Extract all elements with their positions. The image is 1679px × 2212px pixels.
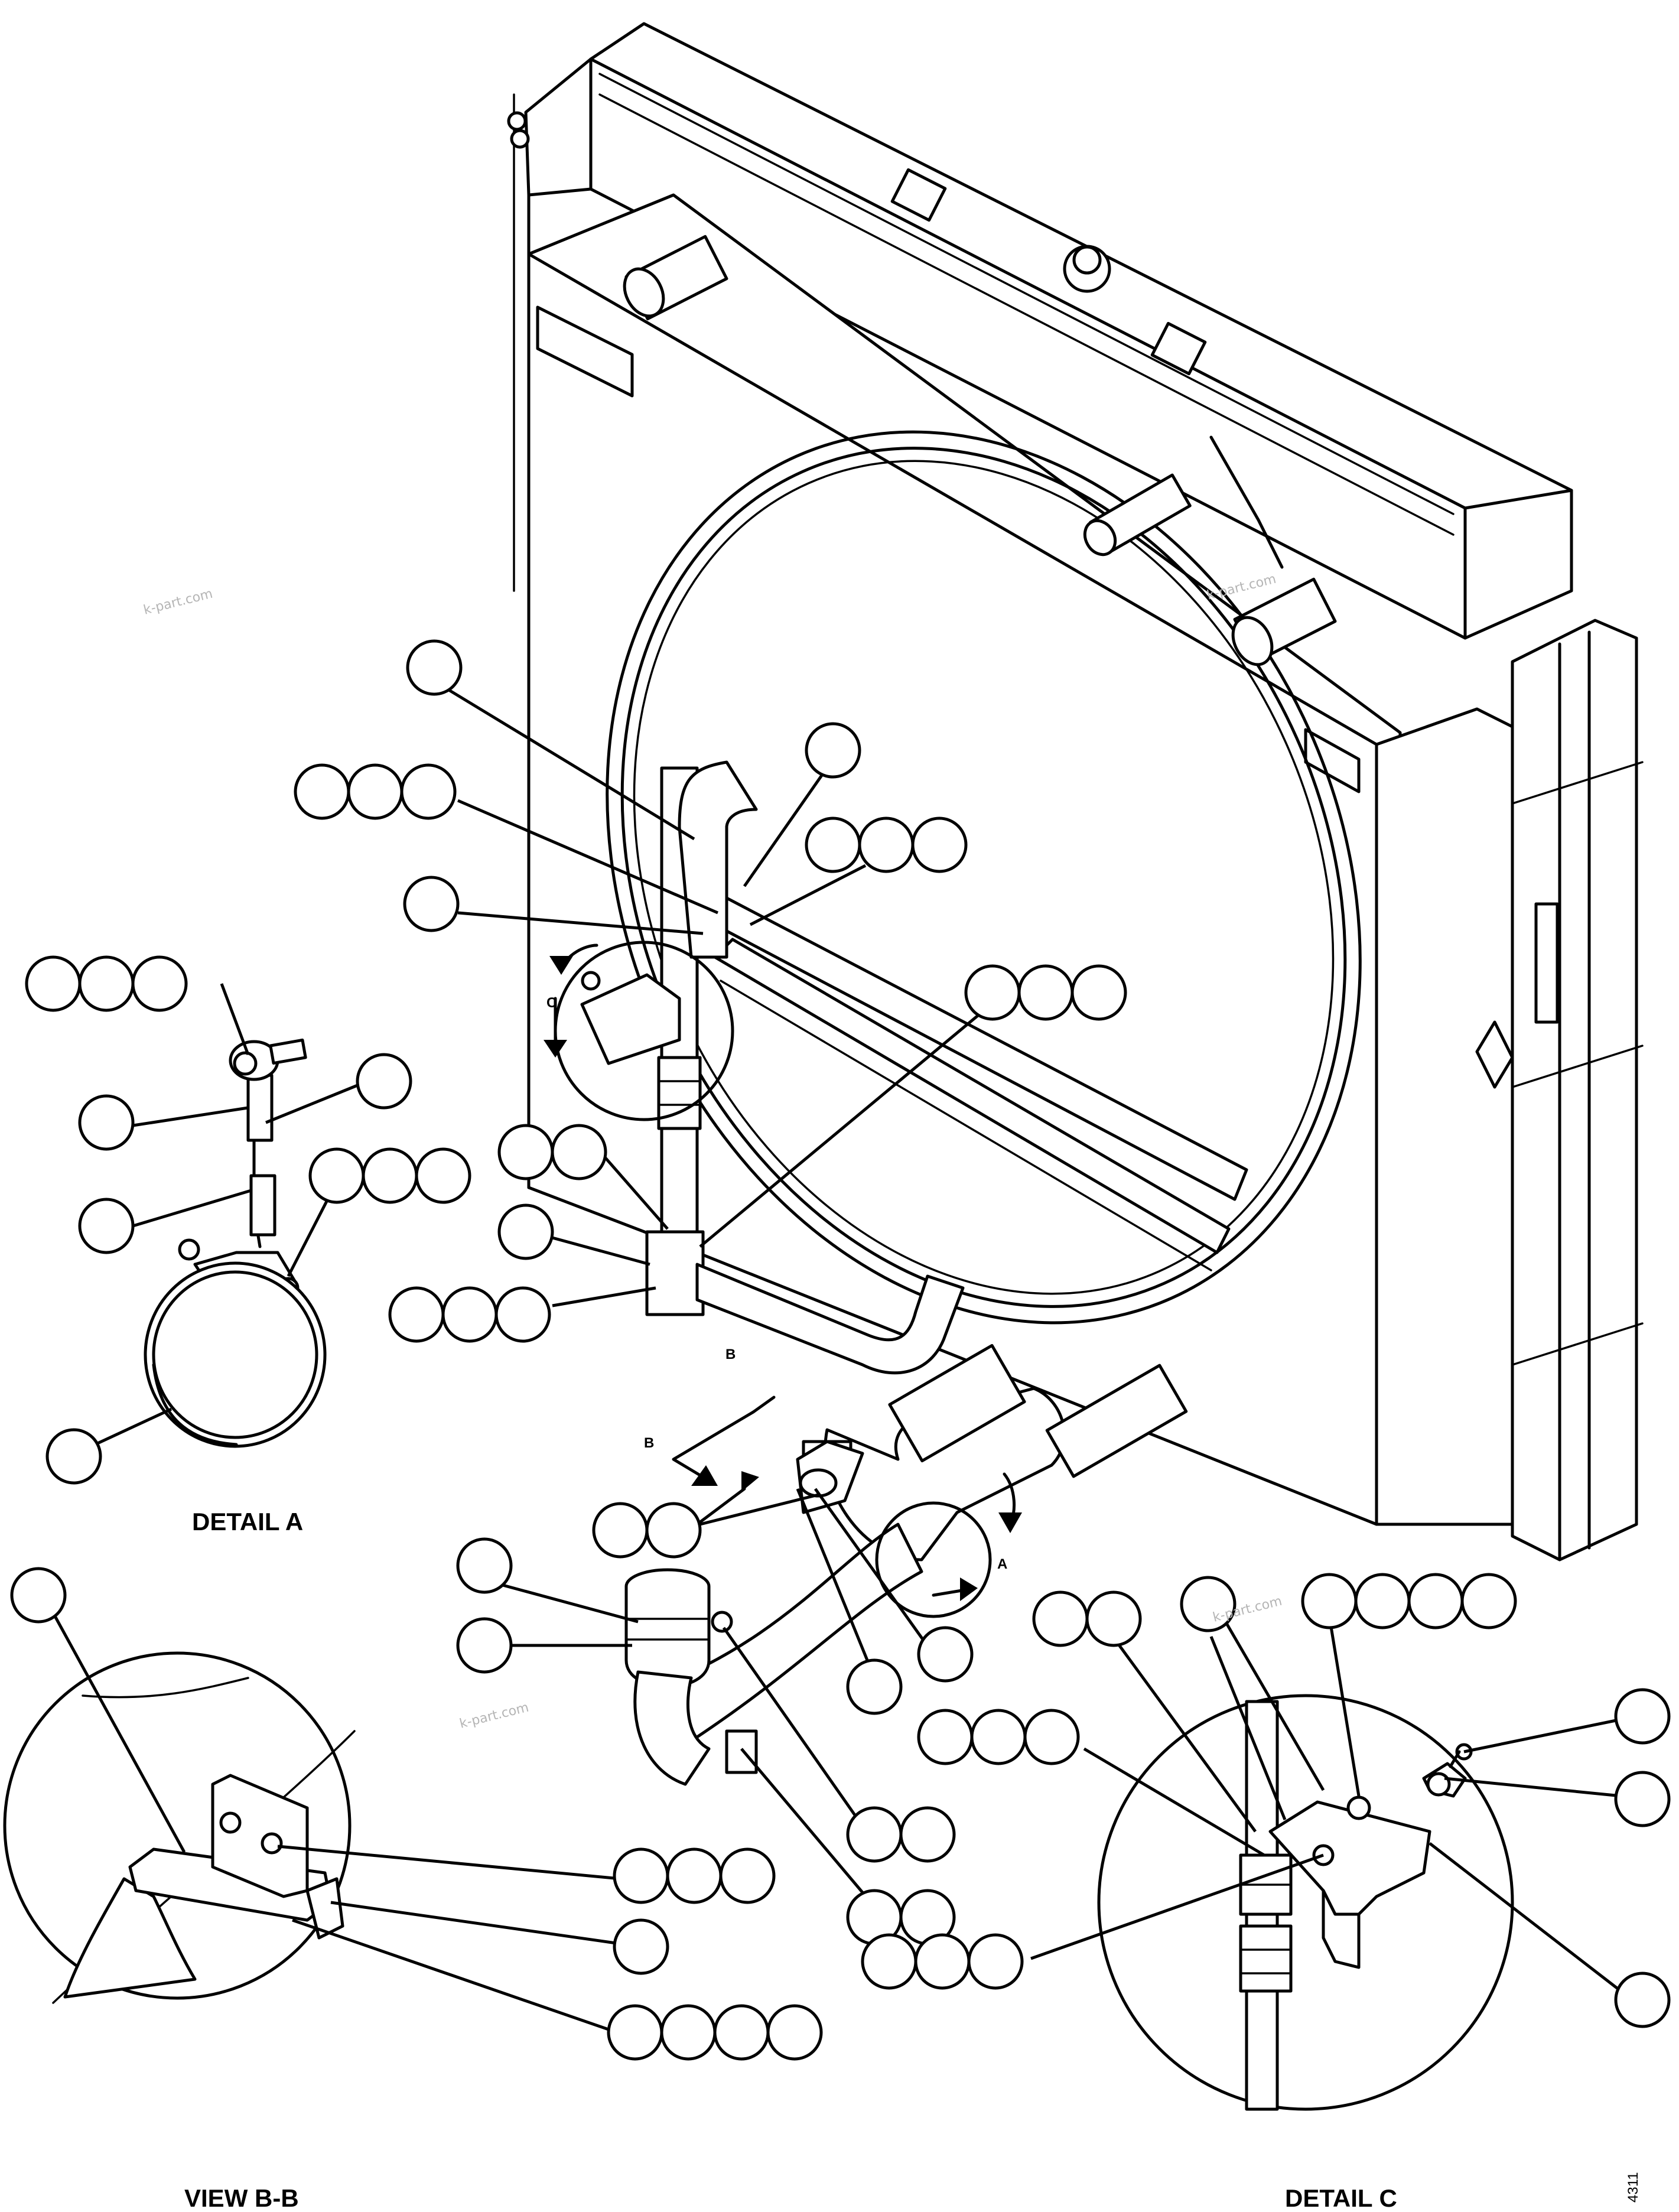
callout-bubble [592, 1502, 649, 1559]
upper-hose-left [623, 235, 728, 321]
callout-bubble [613, 1847, 669, 1904]
callout-bubble [858, 817, 915, 873]
callout-bubble [1180, 1576, 1237, 1632]
callout-bubble [660, 2004, 717, 2061]
callout-bubble [1354, 1573, 1411, 1629]
callout-bubble [441, 1286, 498, 1343]
callout-bubble [1085, 1590, 1142, 1647]
section-mark-c: C [546, 995, 557, 1011]
upper-hose-right [1231, 577, 1337, 666]
callout-bubble [415, 1147, 471, 1204]
callout-bubble [400, 763, 457, 820]
callout-bubble [1017, 964, 1074, 1021]
watermark: k-part.com [458, 1700, 530, 1732]
callout-bubble [456, 1537, 513, 1594]
callout-bubble [805, 722, 861, 779]
callout-bubble [766, 2004, 823, 2061]
callout-bubble [362, 1147, 418, 1204]
callout-bubble [1460, 1573, 1517, 1629]
watermark: k-part.com [142, 587, 214, 618]
callout-bubble [917, 1626, 974, 1683]
lower-tube [695, 1263, 965, 1375]
callout-bubble [613, 1918, 669, 1975]
callout-bubble [10, 1567, 67, 1624]
callout-bubble [1032, 1590, 1089, 1647]
callout-bubble [846, 1658, 903, 1715]
detail-c-drawing [1097, 1694, 1514, 2111]
caption-detail-a: DETAIL A [192, 1508, 303, 1536]
callout-bubble [666, 1847, 723, 1904]
callout-bubble [1070, 964, 1127, 1021]
leader-lines [51, 687, 1626, 2031]
callout-bubble [1614, 1771, 1671, 1827]
callout-bubble [551, 1124, 607, 1180]
callout-bubble [861, 1933, 917, 1990]
callout-bubble [964, 964, 1021, 1021]
detail-a-drawing [144, 1038, 327, 1448]
callout-bubble [347, 763, 404, 820]
detail-a-circle [875, 1501, 992, 1618]
callout-bubble [25, 955, 82, 1012]
shroud-face [527, 193, 1644, 1562]
callout-bubble [1614, 1688, 1671, 1745]
callout-bubble [914, 1933, 971, 1990]
section-arrow-a [932, 1472, 1022, 1601]
callout-bubble [356, 1053, 412, 1110]
callout-bubble [406, 639, 463, 696]
callout-bubble [45, 1428, 102, 1485]
callout-bubble [805, 817, 861, 873]
callout-bubble [713, 2004, 770, 2061]
callout-bubble [1407, 1573, 1464, 1629]
callout-bubble [294, 763, 350, 820]
callout-bubble [607, 2004, 663, 2061]
callout-bubble [497, 1124, 554, 1180]
callout-bubble [645, 1502, 702, 1559]
lower-hose-elbow [640, 1344, 1188, 1774]
callout-bubble [78, 955, 135, 1012]
callout-bubble [78, 1198, 135, 1254]
callout-bubble [494, 1286, 551, 1343]
section-mark-b-lower: B [644, 1435, 654, 1451]
callout-bubble [456, 1617, 513, 1674]
callout-bubble [1301, 1573, 1358, 1629]
callout-bubble [388, 1286, 445, 1343]
hose-with-clamps [624, 1568, 733, 1786]
callout-bubble [911, 817, 968, 873]
view-bb-drawing [3, 1651, 356, 2004]
section-arrow-c [544, 944, 598, 1058]
radiator-assembly [507, 22, 1644, 1786]
callout-bubble [846, 1806, 903, 1863]
section-mark-b-upper: B [725, 1346, 736, 1362]
tank-filler-tube [1083, 435, 1284, 569]
callout-bubble [497, 1203, 554, 1260]
callout-bubble [131, 955, 188, 1012]
watermark: k-part.com [1205, 572, 1277, 603]
top-tank [589, 22, 1573, 640]
callout-bubble [970, 1709, 1027, 1765]
section-arrow-b [672, 1395, 776, 1526]
caption-view-bb: VIEW B-B [184, 2184, 299, 2212]
callout-bubble [403, 876, 460, 932]
callout-bubble [308, 1147, 365, 1204]
callout-bubble [719, 1847, 776, 1904]
caption-detail-c: DETAIL C [1285, 2184, 1397, 2212]
callout-bubble [78, 1094, 135, 1151]
callout-bubble [1023, 1709, 1080, 1765]
callout-bubble [1614, 1972, 1671, 2028]
detail-c-bracket [580, 971, 681, 1065]
callout-bubble [899, 1806, 956, 1863]
callout-bubble [967, 1933, 1024, 1990]
callout-bubble [917, 1709, 974, 1765]
callout-group [10, 639, 1671, 2061]
drawing-number: 4311 [1625, 2172, 1641, 2203]
section-mark-a: A [997, 1556, 1007, 1572]
